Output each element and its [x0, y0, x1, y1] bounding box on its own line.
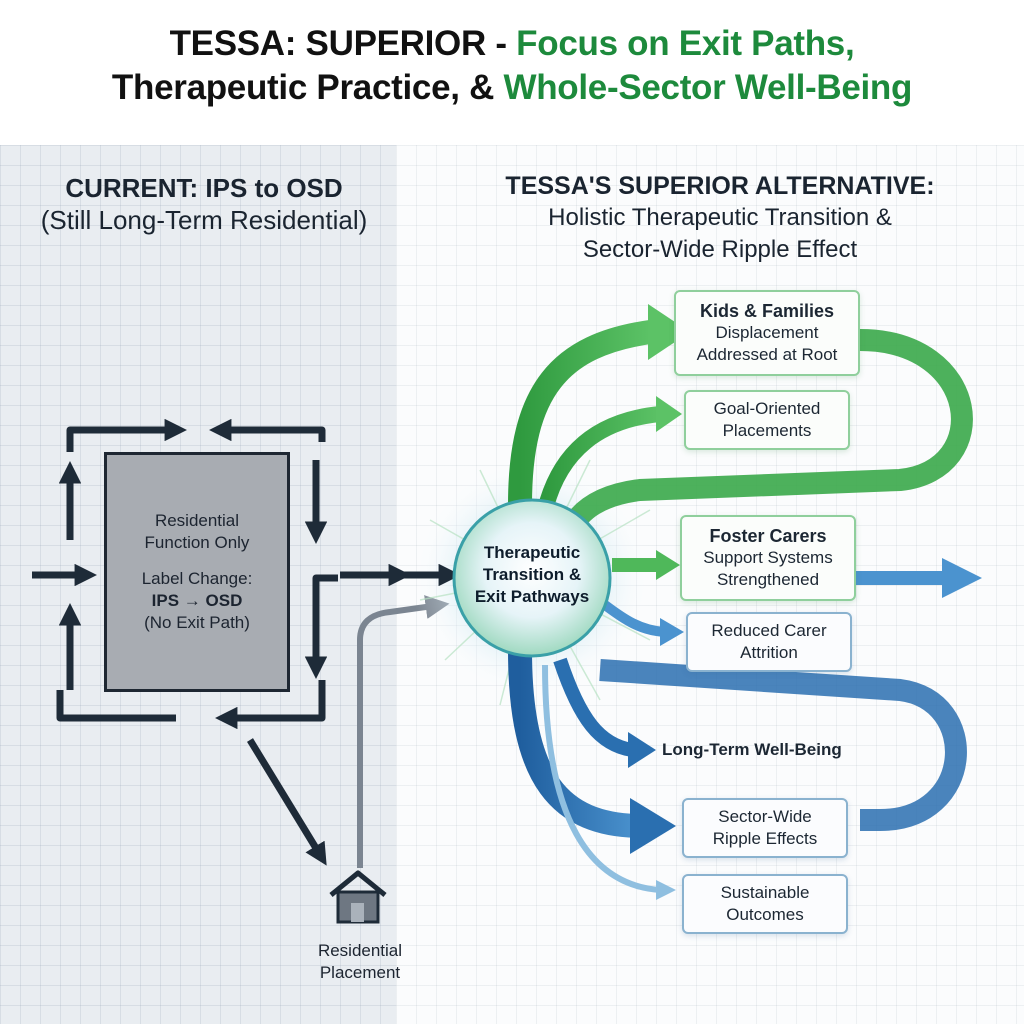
arrow-to-sustainable-head — [656, 880, 676, 900]
ips-osd-line: IPS → OSD — [151, 591, 243, 610]
title-line-1: TESSA: SUPERIOR - Focus on Exit Paths, — [0, 22, 1024, 66]
hub-line-3: Exit Pathways — [474, 587, 590, 606]
placement-line-2: Placement — [319, 963, 401, 982]
arrow-to-wellbeing-head — [628, 732, 656, 768]
cycle-arrow-top-left — [66, 418, 187, 452]
cycle-arrow-bottom-right — [215, 680, 326, 730]
title-line1-dark: TESSA: SUPERIOR - — [169, 24, 517, 63]
arrow-to-kids-head — [648, 304, 690, 360]
title-line-2: Therapeutic Practice, & Whole-Sector Wel… — [0, 66, 1024, 110]
kids-families-node: Kids & Families Displacement Addressed a… — [674, 290, 860, 376]
arrow-to-foster-head — [656, 550, 680, 580]
arrow-to-ripple — [508, 649, 641, 838]
goal-node-line-1: Goal-Oriented — [713, 399, 821, 418]
arrow-to-reduced — [602, 600, 665, 637]
ripple-node-line-2: Ripple Effects — [712, 829, 818, 848]
page-title: TESSA: SUPERIOR - Focus on Exit Paths, T… — [0, 22, 1024, 110]
goal-node-line-2: Placements — [722, 421, 812, 440]
reduced-node-line-2: Attrition — [740, 643, 798, 662]
title-line2-dark: Therapeutic Practice, & — [111, 68, 504, 107]
kids-node-line-1: Displacement — [715, 323, 819, 342]
alternative-heading-line2: Holistic Therapeutic Transition & — [548, 204, 892, 231]
sustainable-node-line-2: Outcomes — [726, 905, 804, 924]
house-icon — [329, 870, 387, 924]
cycle-arrow-top-right — [209, 418, 326, 442]
title-line1-green: Focus on Exit Paths, — [516, 24, 855, 63]
wellbeing-loop-ribbon — [599, 659, 967, 831]
kids-node-line-2: Addressed at Root — [696, 345, 838, 364]
blue-ribbons — [508, 558, 982, 900]
label-change-line: Label Change: — [141, 569, 253, 588]
alternative-heading-title: TESSA'S SUPERIOR ALTERNATIVE: — [505, 172, 935, 200]
cycle-arrows — [32, 418, 411, 866]
kids-node-title: Kids & Families — [699, 301, 835, 321]
title-line2-green: Whole-Sector Well-Being — [503, 68, 913, 107]
residential-box-text: Residential Function Only Label Change: … — [104, 510, 290, 634]
foster-carers-node: Foster Carers Support Systems Strengthen… — [680, 515, 856, 601]
green-ribbons — [508, 304, 973, 580]
arrow-to-wellbeing — [553, 657, 634, 757]
grey-link-arrow — [357, 595, 450, 868]
residential-line-2: Function Only — [144, 533, 250, 552]
hub-line-1: Therapeutic — [483, 543, 581, 562]
kids-loop-ribbon — [560, 329, 973, 536]
goal-placements-node: Goal-Oriented Placements — [684, 390, 850, 450]
placement-arrow — [247, 738, 327, 866]
transition-hub — [452, 498, 612, 658]
cycle-arrow-right-lower — [304, 574, 338, 679]
ripple-node-line-1: Sector-Wide — [718, 807, 812, 826]
hub-line-2: Transition & — [482, 565, 582, 584]
foster-node-title: Foster Carers — [709, 526, 827, 546]
alternative-heading-line3: Sector-Wide Ripple Effect — [582, 236, 858, 263]
reduced-attrition-node: Reduced Carer Attrition — [686, 612, 852, 672]
foster-node-line-1: Support Systems — [703, 548, 833, 567]
no-exit-line: (No Exit Path) — [144, 613, 250, 632]
alternative-heading: TESSA'S SUPERIOR ALTERNATIVE: Holistic T… — [420, 170, 1020, 266]
arrow-to-reduced-head — [660, 618, 684, 646]
wellbeing-label: Long-Term Well-Being — [662, 740, 842, 759]
foster-node-line-2: Strengthened — [716, 570, 820, 589]
hub-label: Therapeutic Transition & Exit Pathways — [452, 542, 612, 608]
arrow-to-goal — [537, 406, 661, 513]
current-heading-subtitle: (Still Long-Term Residential) — [40, 205, 368, 235]
sustainable-node-line-1: Sustainable — [720, 883, 810, 902]
arrow-to-goal-head — [656, 396, 682, 432]
ripple-effects-node: Sector-Wide Ripple Effects — [682, 798, 848, 858]
arrow-to-ripple-head — [630, 798, 676, 854]
reduced-node-line-1: Reduced Carer — [711, 621, 827, 640]
arrow-to-kids — [508, 320, 652, 506]
current-heading-title: CURRENT: IPS to OSD — [65, 173, 343, 203]
foster-out-arrow-head — [942, 558, 982, 598]
arrow-to-sustainable — [542, 664, 661, 893]
residential-placement-label: Residential Placement — [290, 940, 430, 984]
placement-line-1: Residential — [317, 941, 403, 960]
residential-line-1: Residential — [154, 511, 240, 530]
residential-box — [104, 452, 290, 692]
current-heading: CURRENT: IPS to OSD (Still Long-Term Res… — [14, 172, 394, 236]
cycle-arrow-bottom-left — [56, 690, 176, 722]
sustainable-outcomes-node: Sustainable Outcomes — [682, 874, 848, 934]
